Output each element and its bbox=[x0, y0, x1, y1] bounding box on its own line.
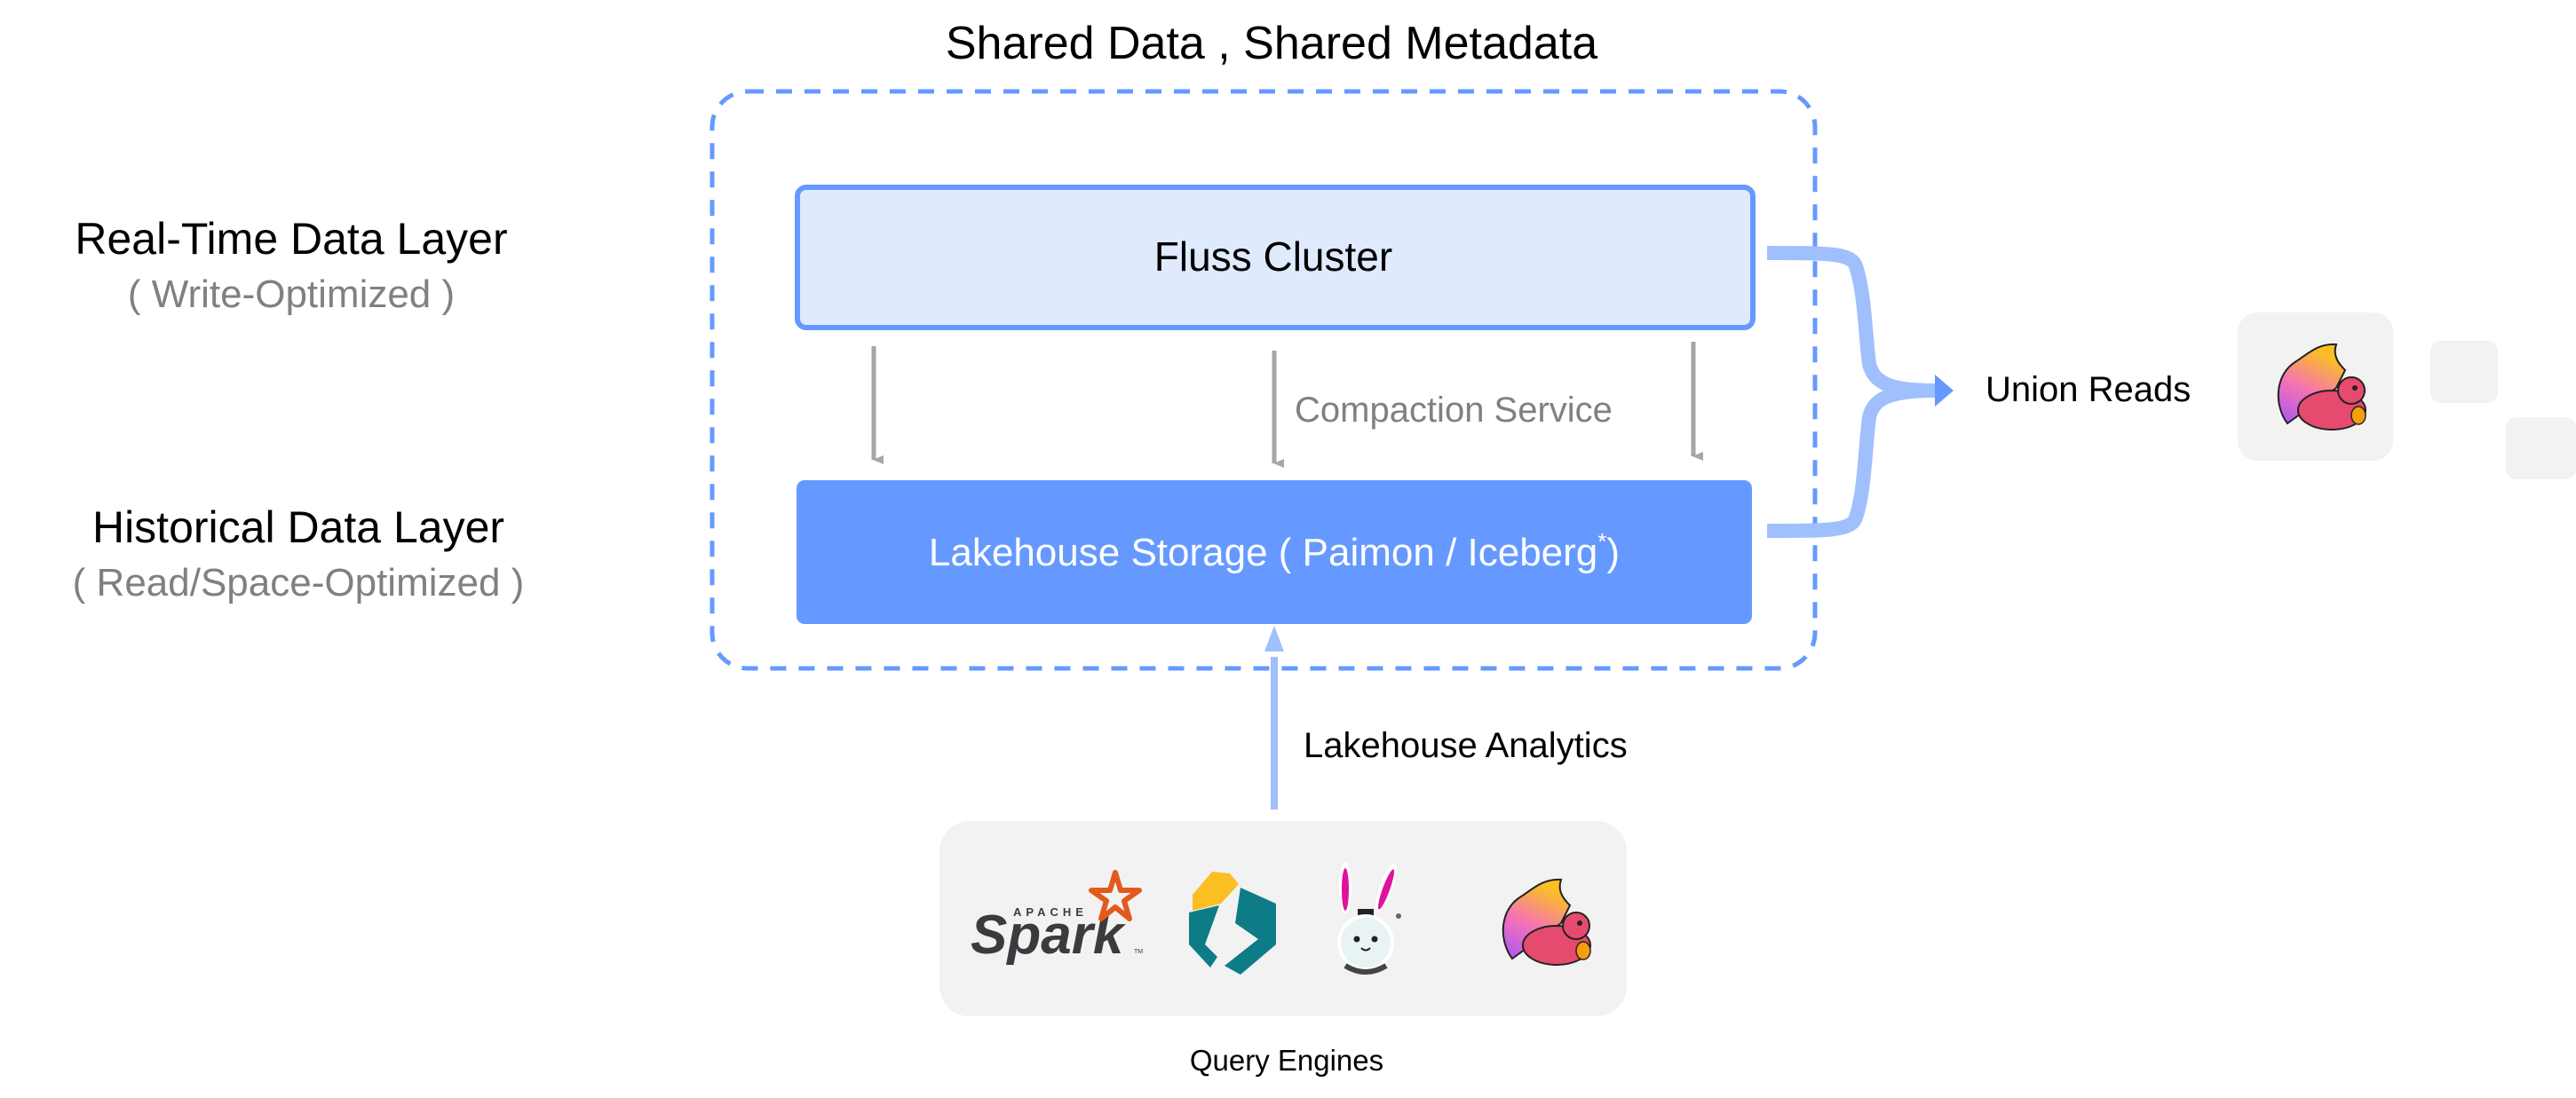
decorative-square-top bbox=[2430, 341, 2498, 403]
union-arrow-bottom-branch bbox=[1766, 383, 1937, 538]
realtime-layer-label: Real-Time Data Layer bbox=[75, 214, 507, 264]
compaction-service-label: Compaction Service bbox=[1295, 391, 1613, 430]
union-arrow-top-branch bbox=[1766, 246, 1937, 398]
decorative-square-bottom bbox=[2506, 417, 2576, 479]
lakehouse-storage-paren: ) bbox=[1606, 531, 1620, 574]
union-reads-connector bbox=[1766, 246, 1954, 538]
flink-squirrel-icon[interactable] bbox=[1502, 878, 1591, 966]
compaction-arrows bbox=[871, 342, 1703, 468]
diagram-title: Shared Data , Shared Metadata bbox=[946, 18, 1597, 69]
spark-apache-text: APACHE bbox=[1013, 905, 1088, 919]
lakehouse-storage-label: Lakehouse Storage ( Paimon / Iceberg*) bbox=[929, 528, 1620, 574]
starrocks-logo-icon[interactable] bbox=[1189, 872, 1276, 975]
fluss-cluster-rect bbox=[795, 185, 1756, 330]
rabbit-astronaut-icon[interactable] bbox=[1337, 860, 1402, 975]
query-engines-bg bbox=[939, 821, 1627, 1016]
lakehouse-analytics-arrow bbox=[1264, 626, 1284, 810]
flink-squirrel-icon bbox=[2277, 343, 2366, 431]
lakehouse-storage-box[interactable]: Lakehouse Storage ( Paimon / Iceberg*) bbox=[797, 480, 1752, 624]
spark-tm-text: TM bbox=[1134, 949, 1143, 955]
analytics-arrow-head-icon bbox=[1264, 626, 1284, 652]
iceberg-asterisk: * bbox=[1597, 528, 1606, 555]
lakehouse-analytics-label: Lakehouse Analytics bbox=[1304, 726, 1628, 765]
lakehouse-storage-rect bbox=[797, 480, 1752, 624]
union-reads-label: Union Reads bbox=[1986, 370, 2191, 409]
union-arrow-head-icon bbox=[1935, 375, 1954, 407]
spark-logo-icon[interactable]: APACHE Spark TM bbox=[971, 870, 1143, 966]
union-target-card[interactable] bbox=[2238, 312, 2393, 461]
query-engines-panel: APACHE Spark TM bbox=[939, 821, 1627, 1016]
fluss-cluster-label: Fluss Cluster bbox=[1154, 233, 1392, 280]
fluss-cluster-box[interactable]: Fluss Cluster bbox=[795, 185, 1756, 330]
historical-layer-sublabel: ( Read/Space-Optimized ) bbox=[73, 561, 525, 604]
shared-container bbox=[709, 89, 1818, 671]
query-engines-label: Query Engines bbox=[1190, 1044, 1383, 1077]
realtime-layer-sublabel: ( Write-Optimized ) bbox=[128, 273, 455, 316]
historical-layer-label: Historical Data Layer bbox=[92, 502, 504, 552]
lakehouse-storage-text: Lakehouse Storage ( Paimon / Iceberg bbox=[929, 531, 1597, 574]
